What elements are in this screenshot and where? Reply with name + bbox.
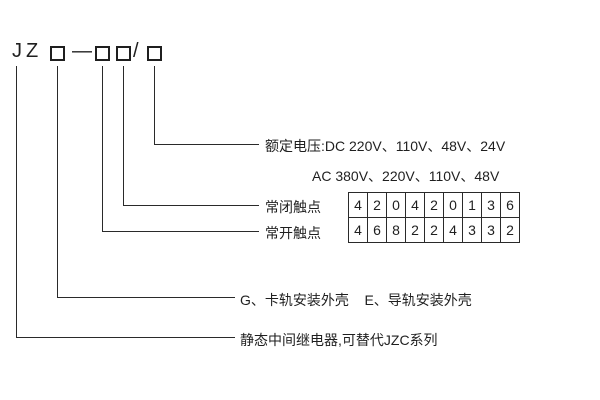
nc-cell: 1 <box>463 193 482 218</box>
nc-cell: 3 <box>482 193 501 218</box>
nc-cell: 2 <box>425 193 444 218</box>
no-cell: 6 <box>368 218 387 243</box>
nc-cell: 0 <box>387 193 406 218</box>
no-cell: 8 <box>387 218 406 243</box>
connector-voltage <box>154 66 259 145</box>
no-cell: 4 <box>444 218 463 243</box>
connector-series <box>16 66 235 338</box>
voltage-label-dc: 额定电压:DC 220V、110V、48V、24V <box>265 138 506 154</box>
model-box-nc-contact <box>116 46 131 61</box>
no-cell: 3 <box>463 218 482 243</box>
no-cell: 2 <box>501 218 520 243</box>
model-box-shell <box>50 46 65 61</box>
no-cell: 2 <box>406 218 425 243</box>
nc-contact-label: 常闭触点 <box>265 199 321 215</box>
connector-nc-contact <box>123 66 259 206</box>
voltage-label-ac: AC 380V、220V、110V、48V <box>312 168 500 184</box>
connector-no-contact <box>102 66 259 232</box>
nc-cell: 0 <box>444 193 463 218</box>
model-box-no-contact <box>95 46 110 61</box>
model-prefix: JZ <box>12 40 43 62</box>
no-cell: 2 <box>425 218 444 243</box>
nc-cell: 6 <box>501 193 520 218</box>
no-cell: 3 <box>482 218 501 243</box>
contact-count-table: 4 2 0 4 2 0 1 3 6 4 6 8 2 2 4 3 3 2 <box>348 192 520 243</box>
no-contact-label: 常开触点 <box>265 225 321 241</box>
connector-shell <box>57 66 235 298</box>
nc-cell: 2 <box>368 193 387 218</box>
model-box-voltage <box>147 46 162 61</box>
nc-cell: 4 <box>349 193 368 218</box>
no-cell: 4 <box>349 218 368 243</box>
shell-options-label: G、卡轨安装外壳 E、导轨安装外壳 <box>240 292 472 308</box>
series-description-label: 静态中间继电器,可替代JZC系列 <box>240 332 438 348</box>
nc-cell: 4 <box>406 193 425 218</box>
model-dash: — <box>72 40 96 62</box>
model-slash: / <box>133 40 143 62</box>
